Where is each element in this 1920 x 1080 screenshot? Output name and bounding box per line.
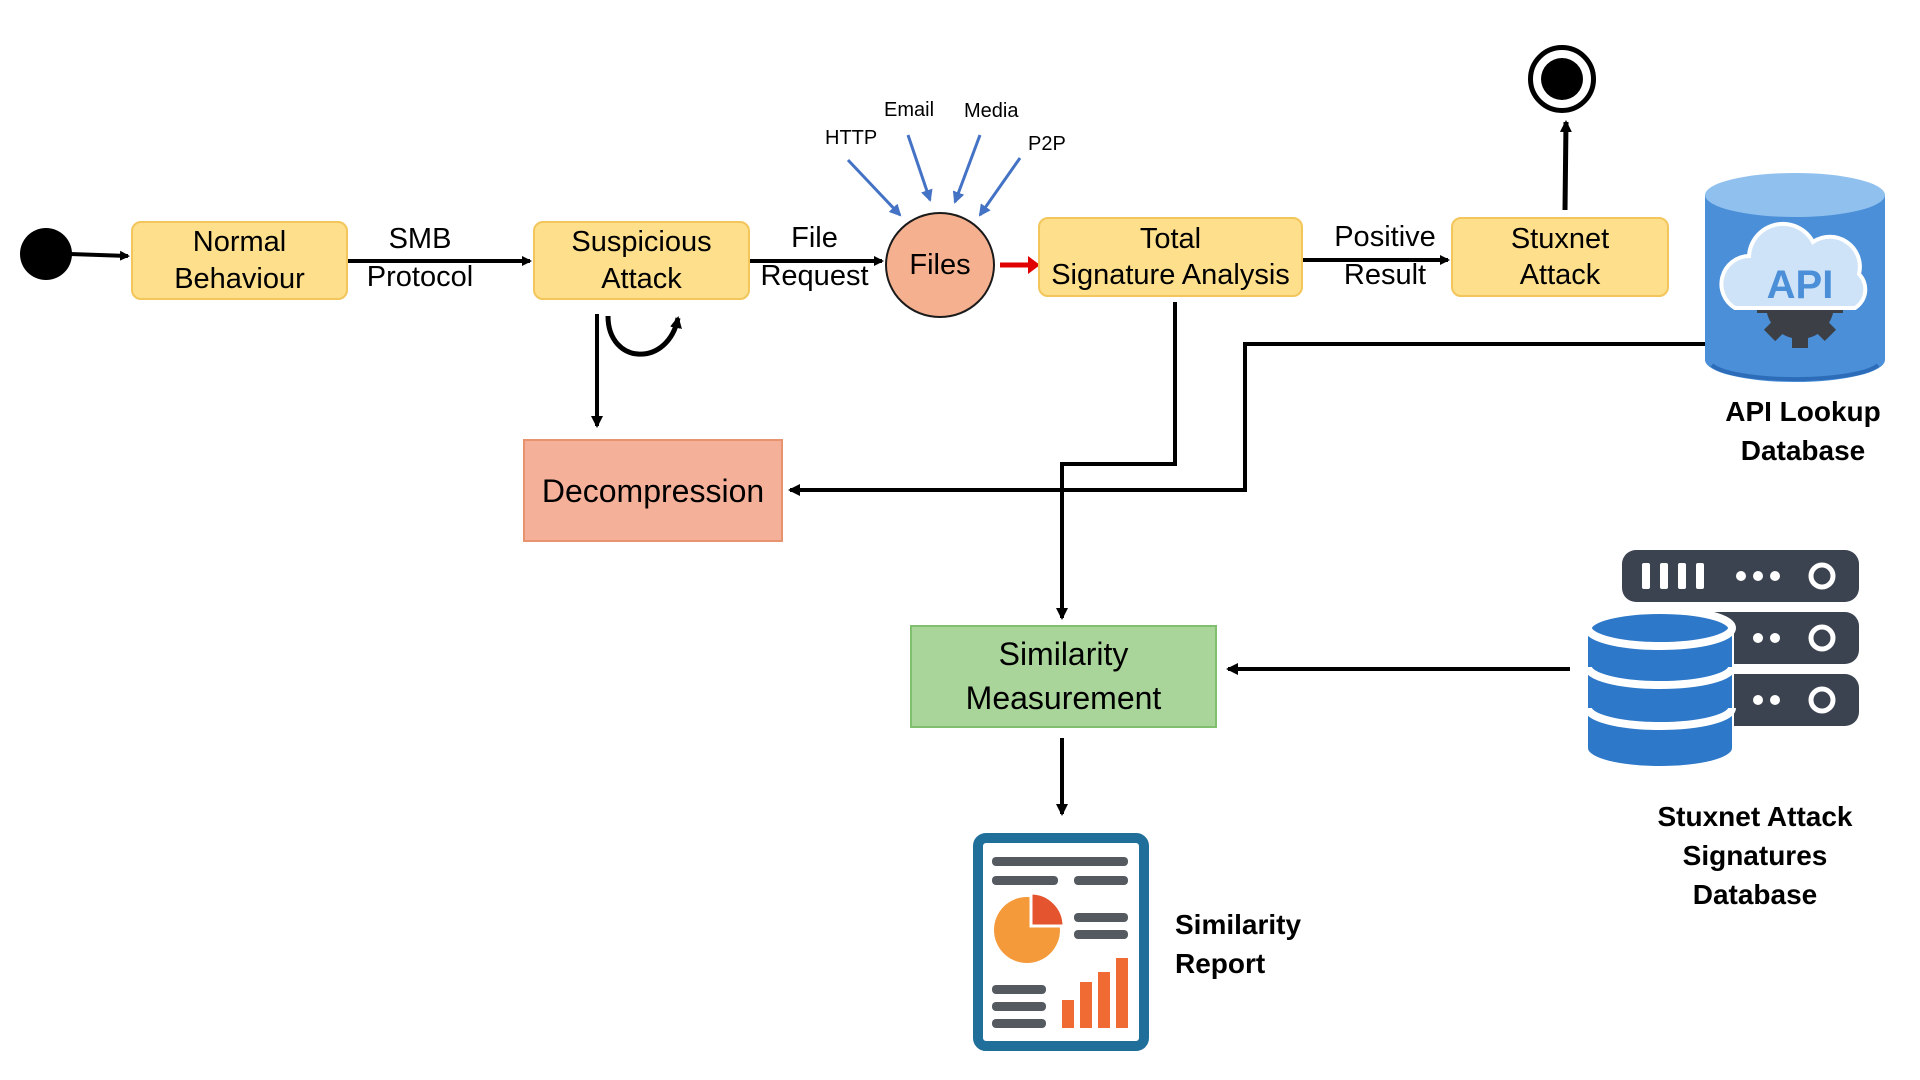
api-lookup-database-label: API Lookup Database [1690,392,1916,470]
edge-start-to-normal [69,250,130,261]
suspicious-attack-line-1: Suspicious [571,226,712,259]
total-signature-analysis-line-2: Signature Analysis [1051,259,1290,291]
files-node: Files [885,212,995,318]
suspicious-attack-line-2: Attack [601,262,682,295]
positive-result-label: Positive Result [1314,219,1456,294]
smb-protocol-label: SMB Protocol [350,221,490,296]
stuxnet-attack-line-2: Attack [1519,259,1601,291]
similarity-report-line-1: Similarity [1175,909,1302,940]
similarity-measurement-line-2: Measurement [965,679,1162,716]
similarity-measurement-step: Similarity Measurement [910,625,1217,728]
stuxnet-attack-line-1: Stuxnet [1510,222,1610,255]
signatures-db-line-2: Signatures [1682,840,1828,872]
positive-result-line-1: Positive [1334,221,1436,253]
stuxnet-attack-state: Stuxnet Attack [1451,217,1669,297]
edge-stuxnet-to-end [1559,120,1572,211]
similarity-report-line-2: Report [1175,948,1266,980]
normal-behaviour-state: Normal Behaviour [131,221,348,300]
report-icon [973,833,1149,1051]
normal-behaviour-line-1: Normal [192,226,287,259]
decompression-label: Decompression [541,472,765,509]
edge-media-to-files [952,134,982,204]
signatures-db-line-3: Database [1692,879,1818,911]
edge-files-to-analysis-head [1028,256,1040,274]
similarity-report-label: Similarity Report [1175,905,1301,983]
signatures-database-label: Stuxnet Attack Signatures Database [1620,797,1890,915]
total-signature-analysis-state: Total Signature Analysis [1038,217,1303,297]
api-cloud-database-icon: API [1705,173,1885,382]
start-node-icon [20,228,72,280]
file-request-label: File Request [752,220,877,295]
signatures-db-line-1: Stuxnet Attack [1657,801,1853,832]
file-request-line-2: Request [760,259,869,292]
api-lookup-line-1: API Lookup [1725,396,1881,427]
end-node-icon [1528,45,1596,113]
edge-analysis-to-similarity [1056,302,1177,620]
decompression-step: Decompression [523,439,783,542]
edge-suspicious-self-loop [605,315,682,357]
api-icon-text: API [1767,263,1834,307]
file-request-line-1: File [791,222,838,254]
positive-result-line-2: Result [1343,258,1427,291]
edge-p2p-to-files [978,157,1022,217]
similarity-measurement-line-1: Similarity [998,636,1129,673]
email-source-label: Email [884,99,935,121]
normal-behaviour-line-2: Behaviour [174,262,305,295]
server-database-icon [1582,550,1859,766]
suspicious-attack-state: Suspicious Attack [533,221,750,300]
api-lookup-line-2: Database [1740,435,1866,467]
edge-api-to-decompression [788,342,1705,496]
total-signature-analysis-line-1: Total [1139,222,1202,255]
smb-protocol-line-1: SMB [388,223,452,255]
media-source-label: Media [964,100,1019,122]
smb-protocol-line-2: Protocol [366,260,474,293]
http-source-label: HTTP [825,127,878,149]
edge-email-to-files [906,134,933,202]
files-label: Files [909,248,971,281]
edge-http-to-files [846,158,902,217]
p2p-source-label: P2P [1028,133,1066,155]
